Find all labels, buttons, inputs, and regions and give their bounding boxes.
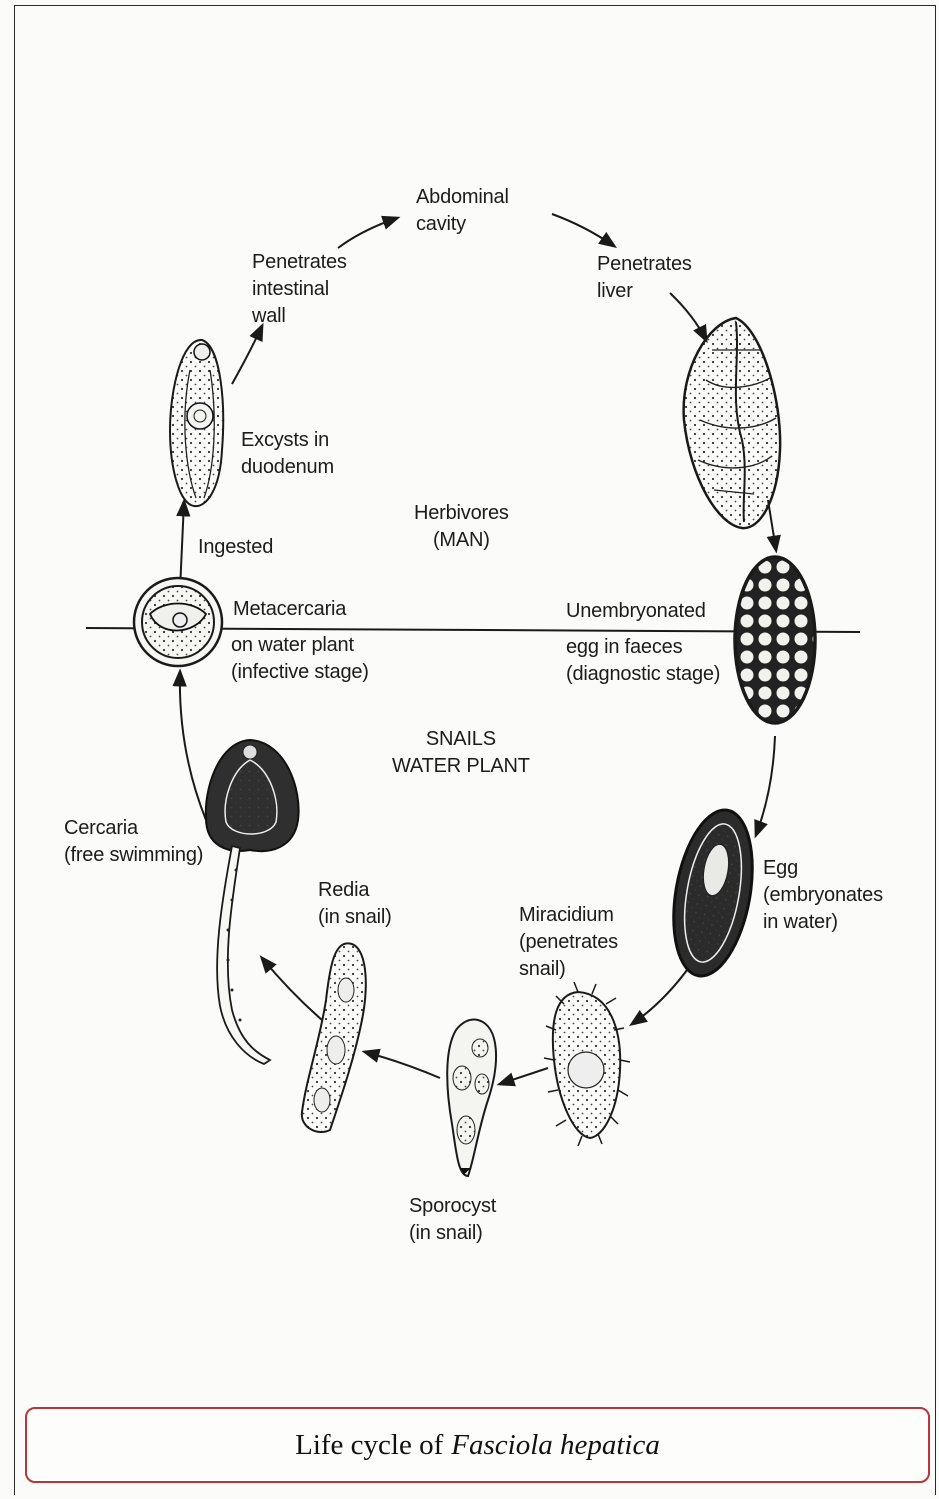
miracidium-drawing <box>544 982 630 1146</box>
label-egg-embryonates: Egg (embryonates in water) <box>763 855 883 936</box>
label-miracidium: Miracidium (penetrates snail) <box>519 902 618 983</box>
label-abdominal-cavity: Abdominal cavity <box>416 184 509 238</box>
unembryonated-egg-drawing <box>735 557 815 723</box>
label-penetrates-liver: Penetrates liver <box>597 251 692 305</box>
arrow-redia-to-cercaria <box>262 958 322 1020</box>
label-metacercaria-detail: on water plant (infective stage) <box>231 632 369 686</box>
arrow-egg-to-embryonating <box>756 736 775 835</box>
arrow-abdominal-to-liver <box>552 214 614 246</box>
excysted-fluke-drawing <box>170 340 223 506</box>
label-ingested: Ingested <box>198 534 273 561</box>
arrow-adult-to-egg <box>768 500 776 550</box>
label-redia: Redia (in snail) <box>318 877 392 931</box>
embryonating-egg-drawing <box>662 804 764 982</box>
arrow-egg-to-miracidium <box>632 966 690 1024</box>
label-metacercaria: Metacercaria <box>233 596 346 623</box>
label-host-herbivores: Herbivores (MAN) <box>414 500 509 554</box>
arrow-sporocyst-to-redia <box>365 1052 440 1078</box>
metacercaria-drawing <box>134 578 222 666</box>
arrow-cercaria-to-metacercaria <box>180 672 206 820</box>
label-penetrates-intestinal-wall: Penetrates intestinal wall <box>252 249 347 330</box>
label-sporocyst: Sporocyst (in snail) <box>409 1193 496 1247</box>
cercaria-drawing <box>206 740 299 1064</box>
label-excysts-in-duodenum: Excysts in duodenum <box>241 427 334 481</box>
arrow-metacercaria-to-excyst <box>180 502 184 590</box>
label-unembryonated-detail: egg in faeces (diagnostic stage) <box>566 634 720 688</box>
redia-drawing <box>302 943 366 1132</box>
label-cercaria: Cercaria (free swimming) <box>64 815 203 869</box>
label-unembryonated: Unembryonated <box>566 598 706 625</box>
caption-box: Life cycle of Fasciola hepatica <box>25 1407 930 1483</box>
arrow-excyst-to-intestinal <box>232 326 262 384</box>
arrow-miracidium-to-sporocyst <box>500 1068 548 1084</box>
caption-prefix: Life cycle of <box>295 1429 443 1462</box>
arrow-intestinal-to-abdominal <box>338 218 397 248</box>
label-host-snails-water-plant: SNAILS WATER PLANT <box>392 726 530 780</box>
sporocyst-drawing <box>447 1019 496 1176</box>
caption-species: Fasciola hepatica <box>451 1429 660 1462</box>
adult-fluke-drawing <box>684 318 781 528</box>
